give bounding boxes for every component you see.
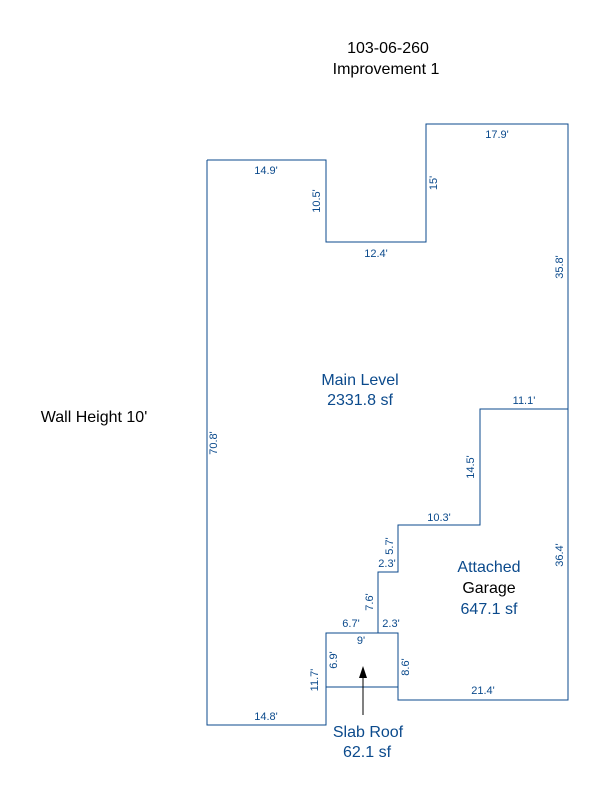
garage-name-line2: Garage: [462, 580, 515, 597]
dim-main-notch-down: 10.5': [311, 189, 323, 213]
dim-garage-step4: 2.3': [378, 558, 395, 570]
slab-roof-size: 62.1 sf: [343, 744, 392, 761]
slab-arrow-icon: [359, 666, 367, 678]
wall-height-label: Wall Height 10': [41, 409, 148, 426]
slab-roof-name: Slab Roof: [333, 724, 404, 741]
dim-garage-step1: 14.5': [465, 455, 477, 479]
dim-garage-step5: 7.6': [364, 593, 376, 610]
dim-garage-top: 11.1': [513, 395, 536, 407]
dim-main-right: 35.8': [554, 255, 566, 279]
dim-main-notch-bottom: 12.4': [364, 248, 388, 260]
dim-main-top-left: 14.9': [254, 165, 278, 177]
main-level-left-wall: [206, 160, 327, 726]
parcel-number: 103-06-260: [347, 40, 429, 57]
garage-outline: [377, 408, 569, 701]
dim-slab-inner: 9': [357, 635, 365, 647]
dim-garage-step2: 10.3': [427, 512, 451, 524]
dim-main-left: 70.8': [208, 431, 220, 455]
dim-slab-left: 6.9': [328, 651, 340, 668]
dim-garage-step3: 5.7': [384, 537, 396, 554]
garage-name-line1: Attached: [457, 559, 520, 576]
main-level-name: Main Level: [321, 372, 398, 389]
main-level-outline: [207, 123, 569, 409]
dim-main-notch-up: 15': [428, 176, 440, 190]
dim-garage-right: 36.4': [554, 543, 566, 567]
dim-main-top-right: 17.9': [485, 129, 509, 141]
improvement-label: Improvement 1: [333, 61, 440, 78]
dim-garage-left: 8.6': [400, 658, 412, 675]
dim-slab-top: 6.7': [342, 618, 359, 630]
garage-size: 647.1 sf: [461, 601, 518, 618]
dim-garage-bottom: 21.4': [471, 685, 495, 697]
dim-slab-side: 11.7': [309, 669, 321, 692]
dim-main-bottom: 14.8': [254, 711, 278, 723]
dim-garage-step6: 2.3': [382, 618, 399, 630]
main-level-size: 2331.8 sf: [327, 392, 393, 409]
